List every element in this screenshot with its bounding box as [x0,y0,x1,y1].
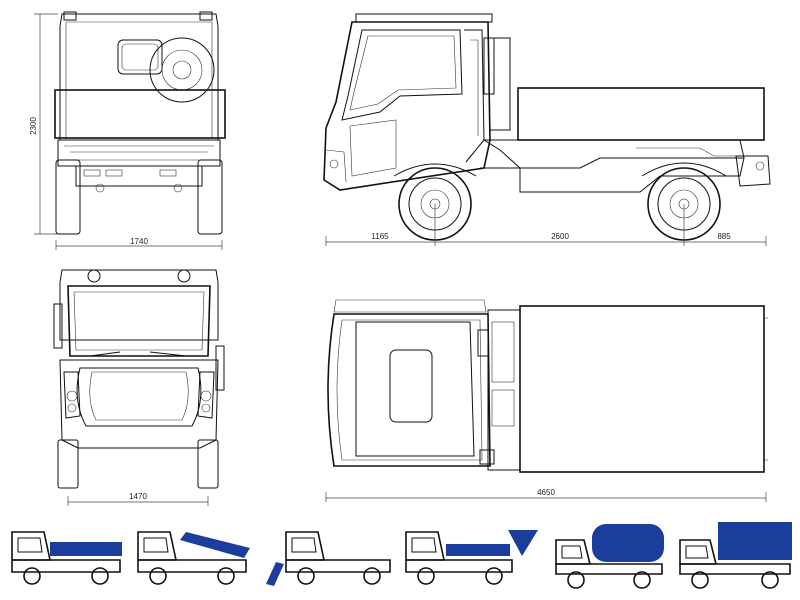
dim-rear-width-label: 1740 [130,237,148,246]
side-view: 1165 2600 885 [323,13,771,246]
spare-tire-icon [149,37,215,103]
variant-flatbed-icon [11,531,122,585]
front-view: 1470 [53,269,225,506]
rear-view: 2300 1740 [29,11,226,250]
headlight-right-icon [197,371,215,419]
dim-overall-length-label: 4650 [537,488,555,497]
headlight-left-icon [63,371,81,419]
dim-rear-overhang-label: 885 [717,232,731,241]
variant-box-body-icon [679,522,792,589]
dim-front-overhang-label: 1165 [371,232,389,241]
dim-height-label: 2300 [29,117,38,135]
dim-front-track-label: 1470 [129,492,147,501]
top-view: 4650 [325,299,768,502]
variant-hooklift-hopper-icon [405,530,538,585]
variant-tipper-icon [137,531,250,585]
variant-tanker-icon [555,524,664,589]
variant-tilt-tray-icon [266,531,391,586]
dim-wheelbase-label: 2600 [551,232,569,241]
